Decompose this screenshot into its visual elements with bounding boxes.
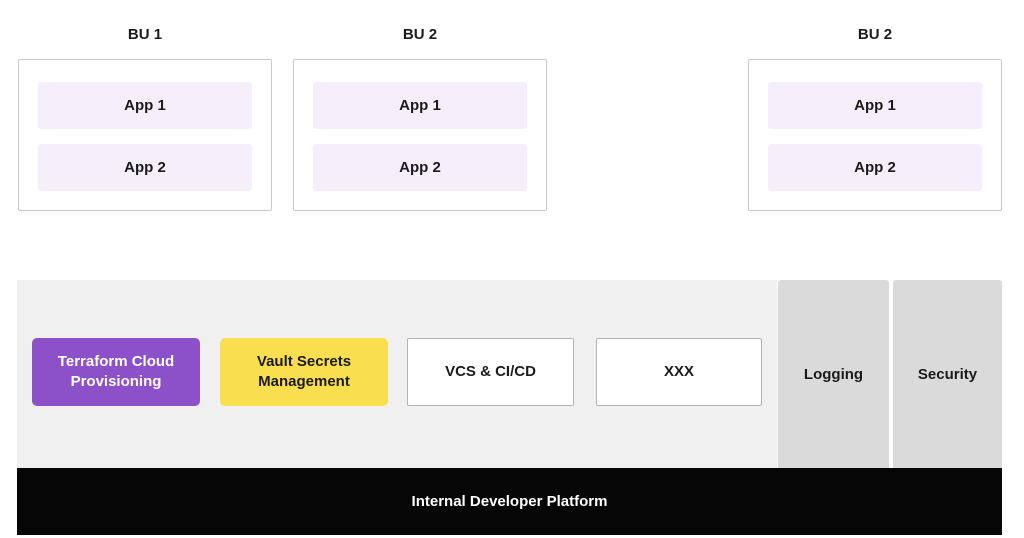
terraform-cloud-provisioning-label: Terraform Cloud Provisioning bbox=[57, 352, 175, 390]
bu-2-box: App 1 App 2 bbox=[293, 59, 547, 211]
vault-secrets-management-label: Vault Secrets Management bbox=[256, 352, 352, 390]
security-pillar-label: Security bbox=[917, 365, 978, 383]
bu-2-app-1: App 1 bbox=[313, 82, 527, 129]
internal-developer-platform-bar: Internal Developer Platform bbox=[17, 468, 1002, 535]
vcs-cicd-box: VCS & CI/CD bbox=[407, 338, 574, 406]
bu-1-app-2: App 2 bbox=[38, 144, 252, 191]
vault-secrets-management-box: Vault Secrets Management bbox=[220, 338, 388, 406]
bu-group-2: BU 2 App 1 App 2 bbox=[293, 24, 547, 211]
bu-3-app-1: App 1 bbox=[768, 82, 982, 129]
xxx-placeholder-box: XXX bbox=[596, 338, 762, 406]
terraform-cloud-provisioning-box: Terraform Cloud Provisioning bbox=[32, 338, 200, 406]
logging-pillar: Logging bbox=[778, 280, 889, 468]
bu-1-box: App 1 App 2 bbox=[18, 59, 272, 211]
vcs-cicd-label: VCS & CI/CD bbox=[445, 362, 536, 380]
bu-2-label: BU 2 bbox=[402, 26, 438, 43]
bu-3-app-2: App 2 bbox=[768, 144, 982, 191]
security-pillar: Security bbox=[893, 280, 1002, 468]
bu-1-app-1: App 1 bbox=[38, 82, 252, 129]
xxx-placeholder-label: XXX bbox=[663, 362, 694, 380]
bu-1-label: BU 1 bbox=[127, 26, 163, 43]
logging-pillar-label: Logging bbox=[803, 365, 864, 383]
bu-3-label: BU 2 bbox=[857, 26, 893, 43]
internal-developer-platform-label: Internal Developer Platform bbox=[411, 493, 608, 510]
bu-group-1: BU 1 App 1 App 2 bbox=[18, 24, 272, 211]
bu-group-3: BU 2 App 1 App 2 bbox=[748, 24, 1002, 211]
bu-3-box: App 1 App 2 bbox=[748, 59, 1002, 211]
bu-2-app-2: App 2 bbox=[313, 144, 527, 191]
